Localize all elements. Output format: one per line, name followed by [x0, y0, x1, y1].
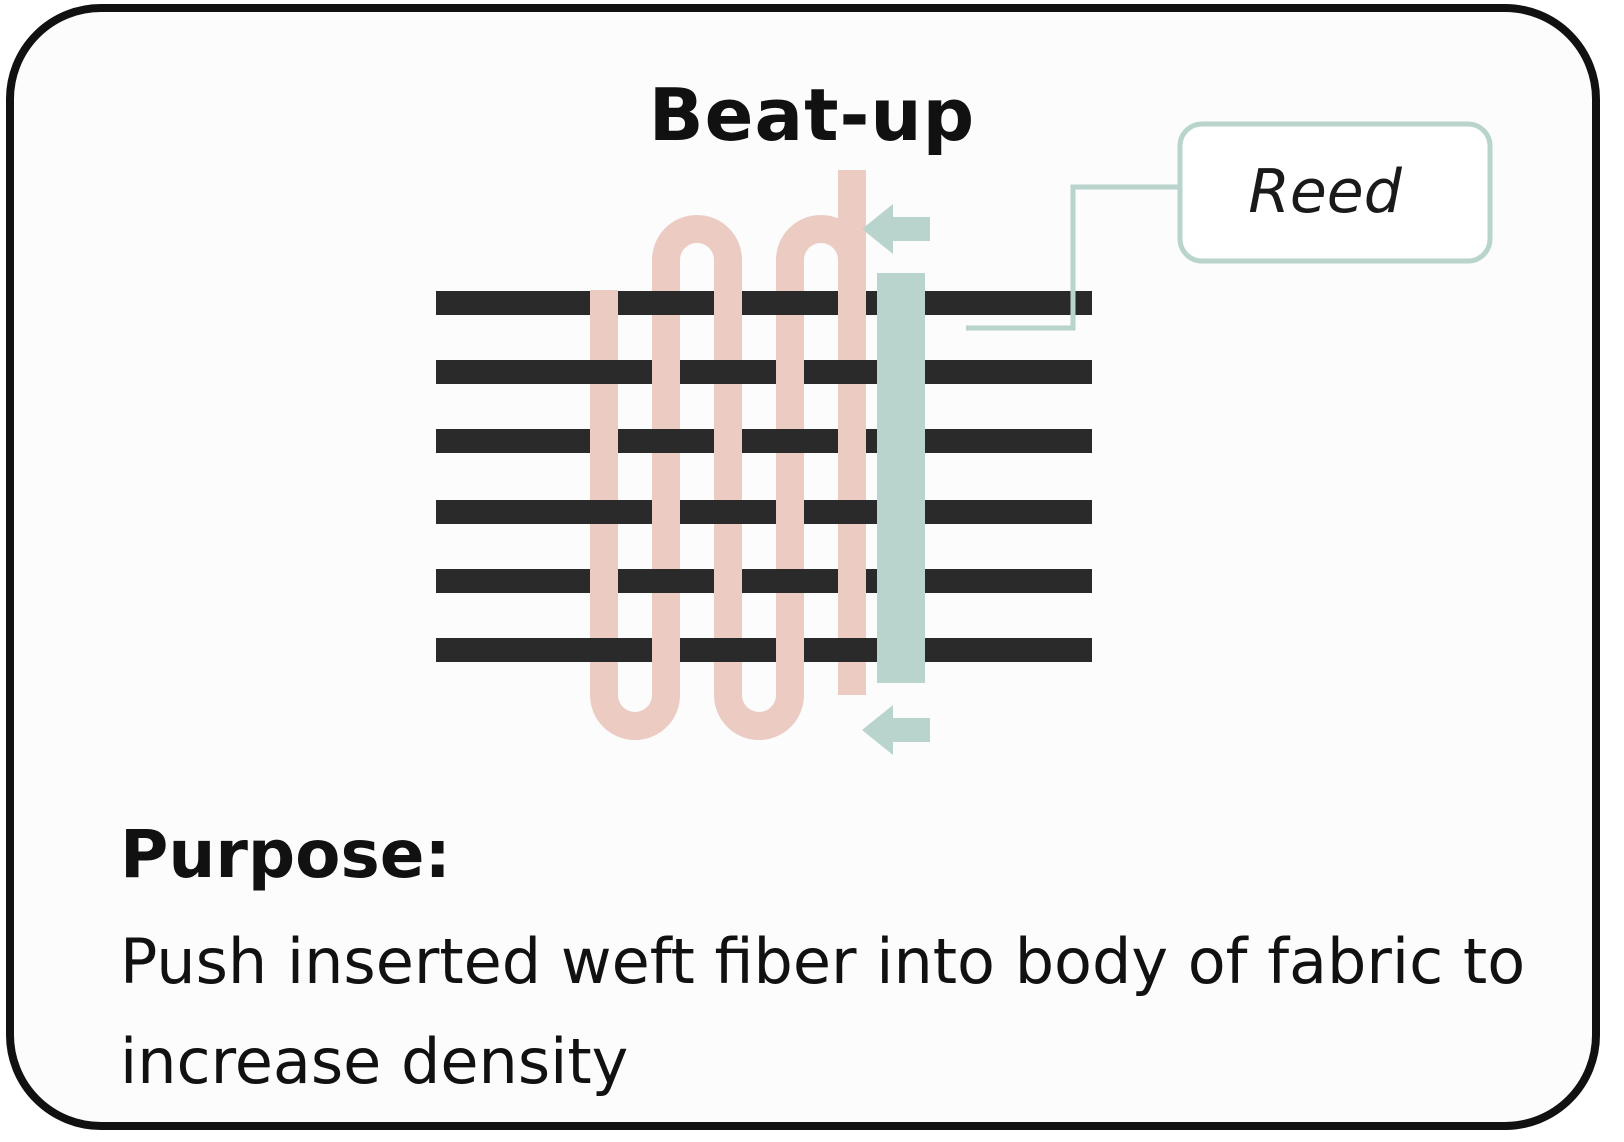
warp-yarn: [436, 500, 1092, 524]
reed-bar: [877, 273, 925, 683]
weft-over-segments: [590, 291, 866, 662]
purpose-text: Push inserted weft fiber into body of fa…: [120, 925, 1526, 1098]
diagram-title: Beat-up: [648, 73, 976, 157]
warp-yarn: [436, 429, 1092, 453]
warp-yarn: [436, 569, 1092, 593]
reed-leader-line: [966, 184, 1178, 331]
inserted-weft-tail: [838, 170, 866, 290]
reed-label-box: [1177, 121, 1493, 264]
push-arrow-top: [862, 204, 930, 254]
weft-fiber: [590, 215, 866, 740]
push-arrow-bottom: [862, 705, 930, 755]
warp-yarn: [436, 360, 1092, 384]
reed-label: Reed: [1248, 157, 1402, 227]
purpose-heading: Purpose:: [120, 816, 451, 893]
warp-yarn: [436, 291, 1092, 315]
warp-yarn: [436, 638, 1092, 662]
warp-yarns: [436, 291, 1092, 662]
